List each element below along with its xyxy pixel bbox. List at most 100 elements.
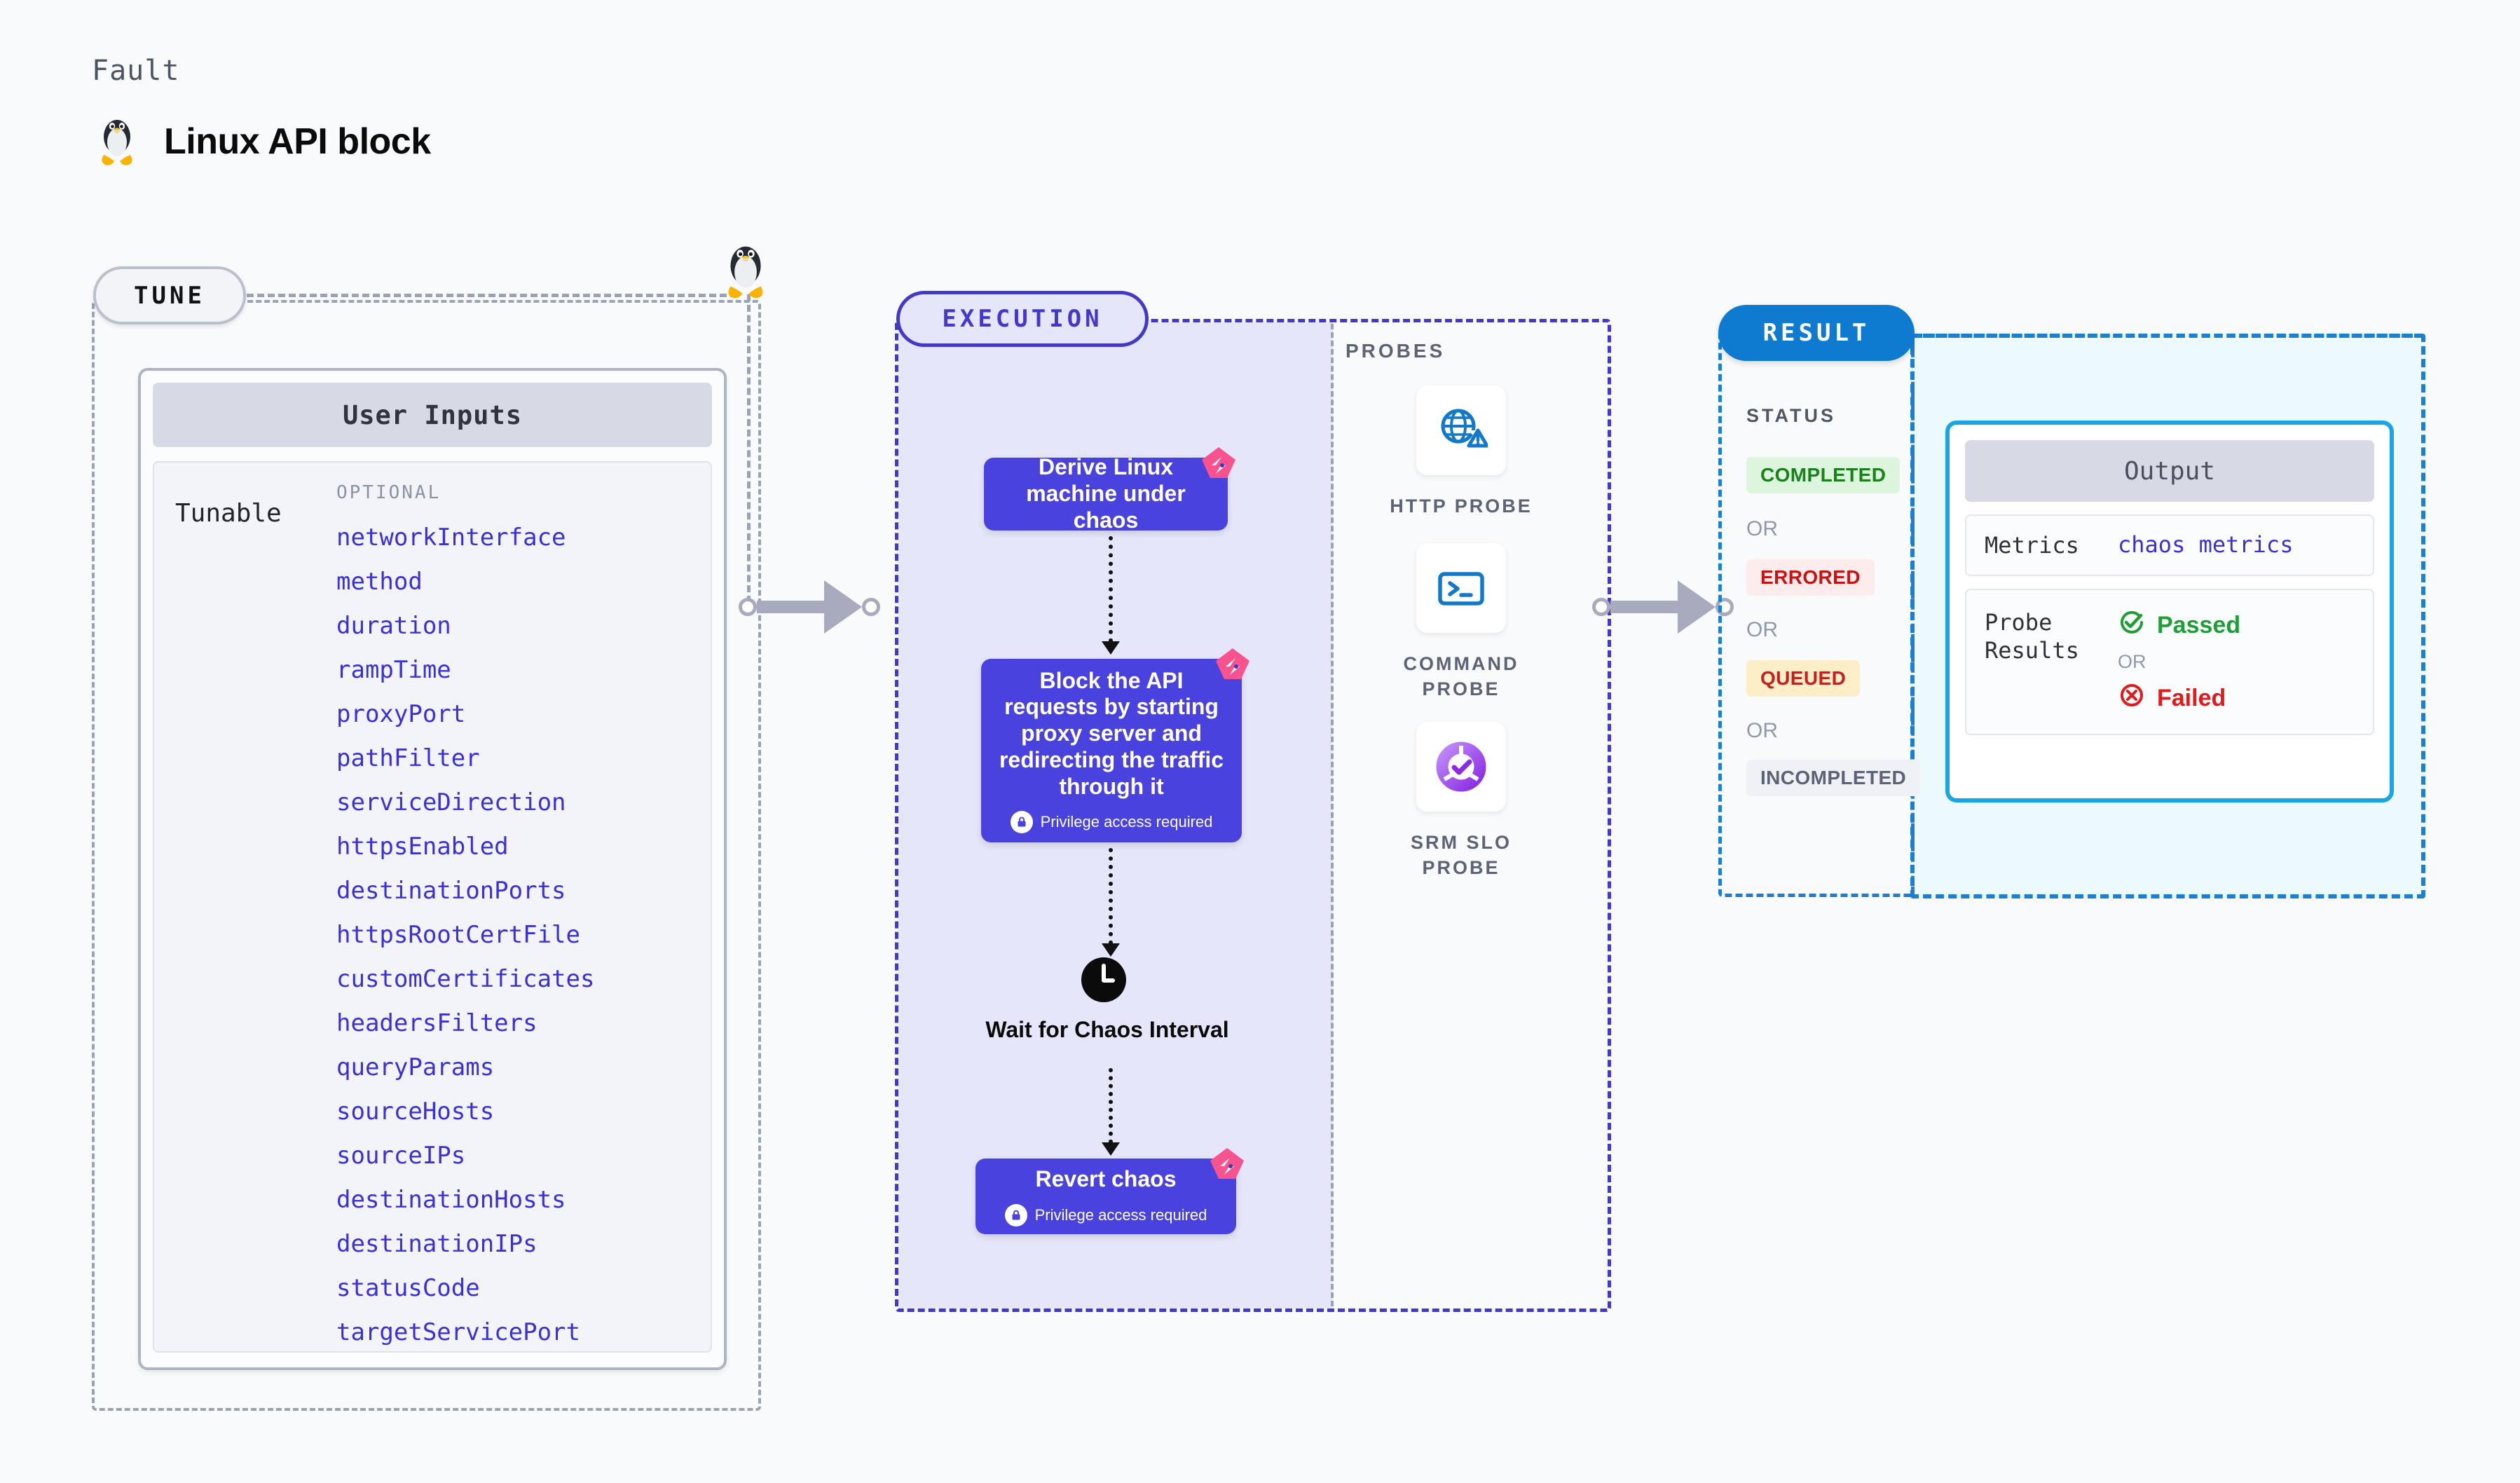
probe-result-failed: Failed	[2118, 681, 2240, 716]
output-probe-results-key: Probe Results	[1985, 608, 2118, 716]
chaos-ribbon-icon	[1198, 447, 1240, 486]
probe-srm-slo[interactable]: SRM SLO PROBE	[1374, 722, 1549, 881]
tunable-section: Tunable OPTIONAL networkInterface method…	[153, 461, 712, 1353]
connector-arrowhead	[1678, 580, 1716, 634]
flow-node-label: Block the API requests by starting proxy…	[999, 667, 1224, 799]
page-title: Linux API block	[164, 121, 431, 162]
execution-pill[interactable]: EXECUTION	[896, 291, 1149, 347]
privilege-access-badge: Privilege access required	[1010, 811, 1213, 834]
tunable-item[interactable]: httpsEnabled	[336, 833, 509, 861]
status-badge-queued: QUEUED	[1746, 660, 1861, 697]
status-badge-errored: ERRORED	[1746, 559, 1875, 596]
tunable-item[interactable]: httpsRootCertFile	[336, 921, 580, 949]
tune-section-boundary	[92, 300, 761, 1411]
tunable-item[interactable]: statusCode	[336, 1274, 480, 1302]
probe-command[interactable]: COMMAND PROBE	[1374, 543, 1549, 702]
tunable-item[interactable]: duration	[336, 612, 451, 640]
connector-start-dot	[1592, 598, 1610, 616]
output-metrics-key: Metrics	[1985, 532, 2079, 559]
tune-dashed-connector-vertical	[747, 294, 751, 603]
flow-node-wait-for-chaos-interval: Wait for Chaos Interval	[985, 1017, 1229, 1042]
output-probe-results-row: Probe Results Passed OR	[1965, 589, 2374, 735]
connector-bar	[1610, 601, 1678, 613]
or-separator: OR	[1746, 618, 1778, 641]
connector-arrowhead	[824, 580, 862, 634]
privilege-access-label: Privilege access required	[1040, 813, 1213, 831]
flow-arrow-derive-to-block	[1102, 536, 1120, 655]
connector-execution-to-result	[1592, 580, 1734, 634]
flow-node-derive-linux-machine[interactable]: Derive Linux machine under chaos	[984, 447, 1235, 533]
result-pill[interactable]: RESULT	[1718, 305, 1915, 361]
probe-result-passed-label: Passed	[2157, 612, 2241, 638]
probes-title: PROBES	[1345, 340, 1446, 362]
probe-label: SRM SLO PROBE	[1410, 832, 1512, 879]
x-circle-icon	[2118, 681, 2146, 716]
lock-icon	[1010, 811, 1033, 834]
user-inputs-card: User Inputs Tunable OPTIONAL networkInte…	[138, 368, 727, 1370]
clock-icon	[1080, 956, 1128, 1004]
connector-bar	[757, 601, 824, 613]
connector-end-dot	[862, 598, 880, 616]
output-metrics-value[interactable]: chaos metrics	[2118, 531, 2294, 558]
optional-kicker: OPTIONAL	[336, 482, 441, 503]
status-badge-completed: COMPLETED	[1746, 457, 1901, 493]
tunable-item[interactable]: sourceHosts	[336, 1098, 495, 1126]
lock-icon	[1004, 1203, 1027, 1226]
tunable-item[interactable]: destinationIPs	[336, 1230, 537, 1258]
tunable-item[interactable]: customCertificates	[336, 965, 595, 993]
flow-node-block-api-requests[interactable]: Block the API requests by starting proxy…	[981, 648, 1249, 842]
or-separator: OR	[1746, 517, 1778, 540]
probes-divider	[1331, 324, 1334, 1306]
terminal-icon	[1416, 543, 1506, 633]
output-card: Output Metrics chaos metrics Probe Resul…	[1945, 421, 2394, 802]
result-dashed-connector	[1914, 334, 2423, 338]
connector-tune-to-execution	[739, 580, 880, 634]
tune-linux-penguin-icon	[722, 242, 769, 304]
connector-start-dot	[739, 598, 757, 616]
probe-label: COMMAND PROBE	[1403, 653, 1519, 700]
chaos-ribbon-icon	[1212, 648, 1254, 688]
flow-arrow-wait-to-revert	[1102, 1068, 1120, 1156]
privilege-access-badge: Privilege access required	[1004, 1203, 1207, 1226]
globe-warning-icon	[1416, 385, 1506, 475]
tunable-item[interactable]: rampTime	[336, 656, 451, 684]
tunable-item[interactable]: pathFilter	[336, 744, 480, 772]
flow-node-revert-chaos[interactable]: Revert chaos Privilege access required	[975, 1148, 1244, 1234]
tunable-item[interactable]: destinationHosts	[336, 1186, 566, 1214]
output-metrics-row: Metrics chaos metrics	[1965, 514, 2374, 576]
tunable-item[interactable]: sourceIPs	[336, 1142, 466, 1170]
or-separator: OR	[1746, 719, 1778, 742]
privilege-access-label: Privilege access required	[1034, 1205, 1207, 1224]
linux-tux-penguin-icon	[97, 116, 137, 168]
tunable-row-label: Tunable	[175, 499, 282, 528]
output-title: Output	[1965, 440, 2374, 502]
tunable-item[interactable]: destinationPorts	[336, 877, 566, 905]
tunable-item[interactable]: networkInterface	[336, 524, 566, 552]
probe-label: HTTP PROBE	[1390, 496, 1533, 517]
fault-kicker: Fault	[92, 55, 180, 87]
execution-section-boundary	[895, 319, 1611, 1312]
flow-node-label: Revert chaos	[1035, 1166, 1177, 1192]
tunable-item[interactable]: proxyPort	[336, 700, 466, 728]
tunable-item[interactable]: headersFilters	[336, 1009, 537, 1037]
probe-results-values: Passed OR Failed	[2118, 608, 2240, 716]
output-probe-results-label: Probe Results	[1985, 609, 2079, 664]
status-title: STATUS	[1746, 405, 1836, 426]
probe-http[interactable]: HTTP PROBE	[1374, 385, 1549, 519]
flow-node-label: Derive Linux machine under chaos	[1026, 454, 1186, 533]
tunable-item[interactable]: targetServicePort	[336, 1318, 580, 1346]
tunable-item[interactable]: serviceDirection	[336, 788, 566, 816]
tunable-item[interactable]: method	[336, 568, 423, 596]
tunable-list: OPTIONAL networkInterface method duratio…	[336, 482, 711, 1351]
or-separator: OR	[2118, 651, 2146, 672]
flow-arrow-block-to-wait	[1102, 848, 1120, 957]
probe-result-passed: Passed	[2118, 608, 2240, 643]
check-circle-icon	[2118, 608, 2146, 643]
tune-pill[interactable]: TUNE	[93, 266, 246, 324]
fault-title-row: Linux API block	[97, 116, 431, 168]
tunable-item[interactable]: queryParams	[336, 1053, 495, 1081]
chaos-ribbon-icon	[1206, 1148, 1248, 1187]
srm-slo-donut-icon	[1416, 722, 1506, 812]
status-badge-incompleted: INCOMPLETED	[1746, 760, 1921, 796]
